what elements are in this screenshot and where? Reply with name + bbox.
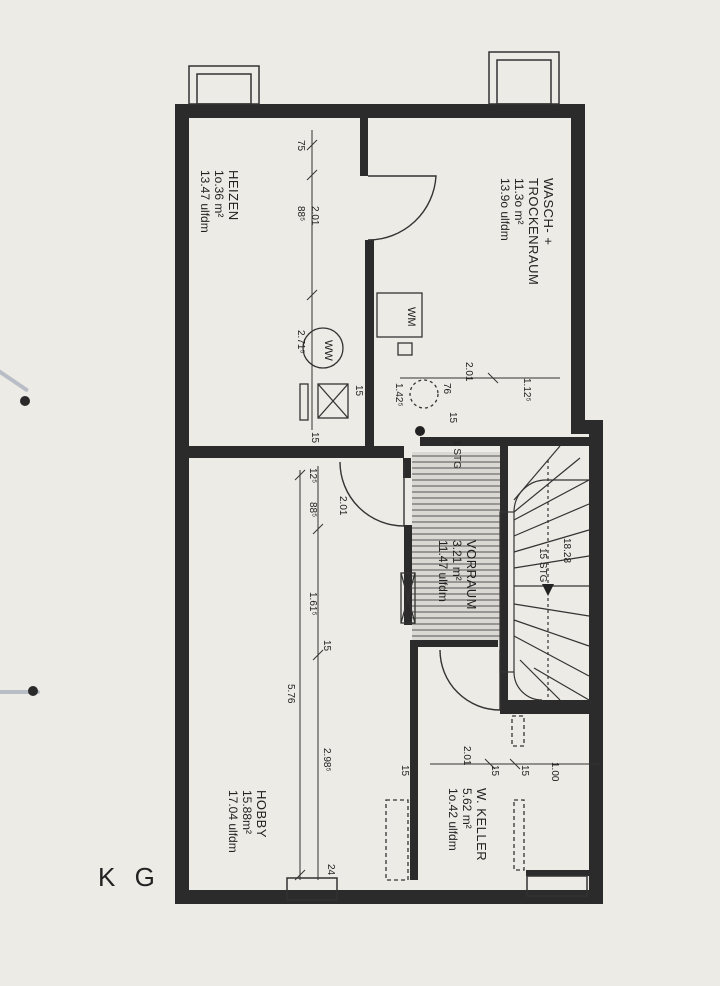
dim-2985: 2.98⁵ [321,748,332,772]
windows [188,51,588,901]
drain-icon [415,426,425,436]
room-area: 5.62 m² [460,788,475,829]
room-label-hobby: HOBBY 15.88m² 17.04 ulfdm [225,790,269,853]
stairs-riser-label: 18.28 [561,538,572,564]
stairs-steps-label: 15 STG [537,548,548,583]
outer-walls [175,104,603,904]
dim-75: 75 [295,140,306,152]
wm-label: WM [405,307,417,327]
dim-201-wasch: 2.01 [463,362,474,382]
binder-ring-bottom-end [28,686,38,696]
room-area: 3.21 m² [450,540,465,581]
fixtures [299,292,525,881]
room-area: 1o.36 m² [212,170,227,218]
room-area: 11.3o m² [512,178,527,225]
room-name: VORRAUM [464,540,479,610]
room-perimeter: 17.04 ulfdm [226,790,241,853]
ww-label: WW [322,340,334,361]
room-label-wasch: WASCH- + TROCKENRAUM 11.3o m² 13.9o ulfd… [498,178,556,286]
room-name-line2: TROCKENRAUM [526,178,542,286]
dim-24: 24 [325,864,336,876]
dimension-lines [294,130,600,881]
dim-201-top: 2.01 [309,206,320,226]
binder-ring-top-end [20,396,30,406]
stairs-top-label: 1 STG [451,440,462,469]
dim-576: 5.76 [285,684,296,704]
dim-76: 76 [441,383,452,395]
room-perimeter: 13.47 ulfdm [198,170,213,233]
dim-161: 1.61⁵ [307,592,318,616]
room-label-keller: W. KELLER 5.62 m² 1o.42 ulfdm [445,788,489,862]
room-perimeter: 11.47 ulfdm [436,540,451,602]
interior-walls [189,118,596,880]
sheet-title: K G [98,862,161,892]
dim-2715: 2.71⁵ [295,330,306,354]
dim-15-d: 15 [321,640,332,652]
stair-arrow [542,584,554,596]
dim-88-mid: 88⁵ [307,502,318,518]
room-name-line1: WASCH- + [541,178,556,246]
dim-15-c: 15 [447,412,458,424]
room-name: W. KELLER [474,788,489,862]
room-label-heizen: HEIZEN 1o.36 m² 13.47 ulfdm [197,170,241,233]
dim-112: 1.12⁵ [521,378,532,402]
dim-15-a: 15 [309,432,320,444]
room-perimeter: 1o.42 ulfdm [446,788,461,851]
dim-201-mid: 2.01 [337,496,348,516]
dim-125: 12⁵ [307,468,318,484]
dim-15-b: 15 [353,385,364,397]
dim-15-f: 15 [489,765,500,777]
room-name: HEIZEN [226,170,241,221]
staircase [499,445,590,701]
dim-1425: 1.42⁵ [393,383,404,407]
dim-201-keller: 2.01 [461,746,472,766]
room-area: 15.88m² [240,790,255,835]
room-label-vorraum: VORRAUM 3.21 m² 11.47 ulfdm [435,540,479,610]
dim-15-e: 15 [399,765,410,777]
room-name: HOBBY [254,790,269,839]
room-perimeter: 13.9o ulfdm [498,178,513,241]
dim-88-top: 88⁵ [295,206,306,222]
vorraum-floor [412,452,500,640]
dim-15-g: 15 [519,765,530,777]
binder-ring-bottom [0,690,40,694]
dim-100: 1.00 [549,762,560,782]
